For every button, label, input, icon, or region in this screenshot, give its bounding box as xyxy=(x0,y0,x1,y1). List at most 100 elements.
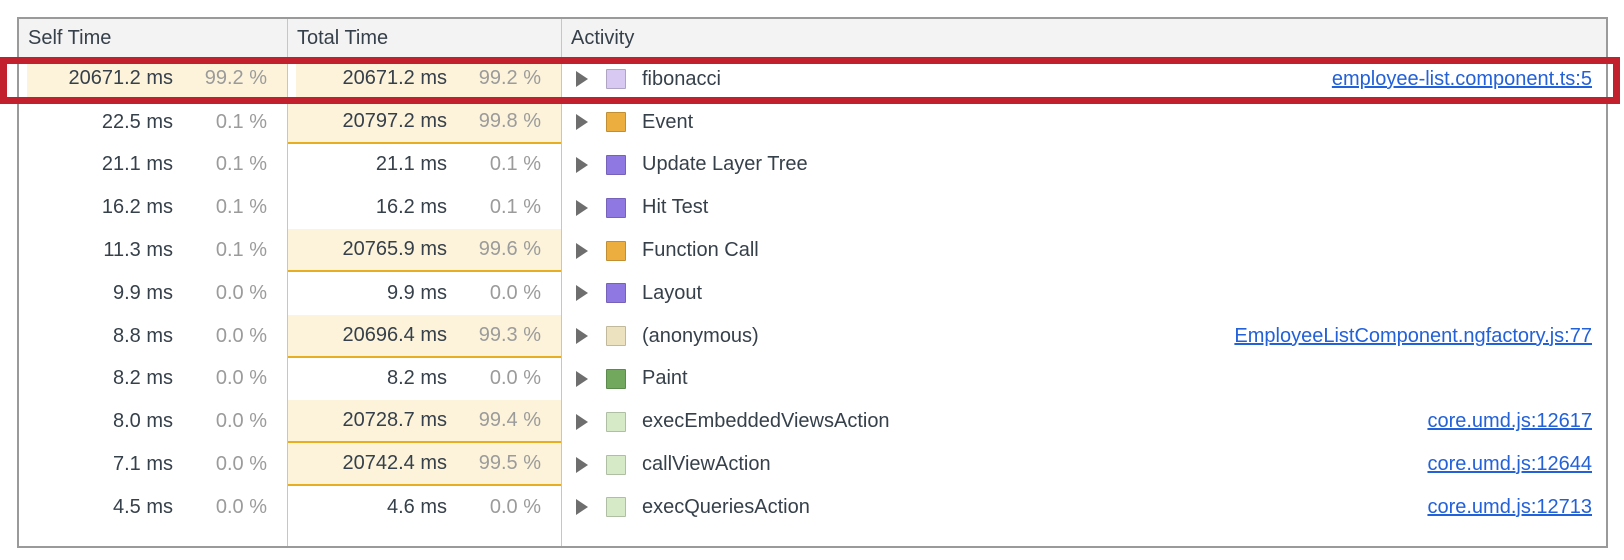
activity-label: Function Call xyxy=(642,239,759,262)
source-link[interactable]: employee-list.component.ts:5 xyxy=(1331,67,1592,90)
activity-label: execQueriesAction xyxy=(642,495,810,518)
table-row[interactable]: 8.2 ms 0.0 % 8.2 ms 0.0 % Paint xyxy=(19,357,1606,401)
filler-self xyxy=(19,529,287,546)
total-time-wrap: 4.6 ms 0.0 % xyxy=(288,486,561,529)
activity-label: execEmbeddedViewsAction xyxy=(642,410,890,433)
expand-arrow-icon[interactable] xyxy=(576,370,588,387)
self-time-cell: 16.2 ms 0.1 % xyxy=(19,186,287,229)
expand-arrow-icon[interactable] xyxy=(576,328,588,345)
total-time-cell: 9.9 ms 0.0 % xyxy=(287,271,561,315)
self-time-value: 20671.2 ms xyxy=(68,66,173,89)
expand-arrow-icon[interactable] xyxy=(576,456,588,473)
datagrid-body: 20671.2 ms 99.2 % 20671.2 ms 99.2 % fibo… xyxy=(19,58,1606,546)
self-time-percent: 0.0 % xyxy=(215,495,267,518)
table-row[interactable]: 16.2 ms 0.1 % 16.2 ms 0.1 % Hit Test xyxy=(19,186,1606,230)
total-time-value: 20765.9 ms xyxy=(342,238,447,261)
self-time-percent: 0.0 % xyxy=(215,324,267,347)
total-time-value: 9.9 ms xyxy=(386,281,447,304)
self-time-wrap: 9.9 ms 0.0 % xyxy=(19,272,287,315)
column-header-activity[interactable]: Activity xyxy=(561,19,1606,57)
activity-label: fibonacci xyxy=(642,67,721,90)
empty-filler-row xyxy=(19,528,1606,546)
table-row[interactable]: 22.5 ms 0.1 % 20797.2 ms 99.8 % Event xyxy=(19,100,1606,144)
activity-inner: Event xyxy=(562,101,1606,144)
self-time-value: 4.5 ms xyxy=(112,495,173,518)
table-row[interactable]: 8.8 ms 0.0 % 20696.4 ms 99.3 % (anonymou… xyxy=(19,314,1606,358)
bottom-up-datagrid: Self Time Total Time Activity 20671.2 ms… xyxy=(17,17,1608,548)
total-time-value: 20742.4 ms xyxy=(342,452,447,475)
category-swatch-icon xyxy=(606,240,626,261)
total-time-cell: 4.6 ms 0.0 % xyxy=(287,485,561,529)
datagrid-header-row: Self Time Total Time Activity xyxy=(19,19,1606,58)
activity-label: Hit Test xyxy=(642,196,709,219)
self-time-value: 22.5 ms xyxy=(101,110,173,133)
total-time-percent: 99.3 % xyxy=(478,323,541,346)
total-time-percent: 0.0 % xyxy=(489,495,541,518)
total-time-cell: 16.2 ms 0.1 % xyxy=(287,186,561,230)
category-swatch-icon xyxy=(606,411,626,432)
total-time-value: 20797.2 ms xyxy=(342,109,447,132)
table-row[interactable]: 9.9 ms 0.0 % 9.9 ms 0.0 % Layout xyxy=(19,271,1606,315)
expand-arrow-icon[interactable] xyxy=(576,156,588,173)
table-row[interactable]: 7.1 ms 0.0 % 20742.4 ms 99.5 % callViewA… xyxy=(19,443,1606,486)
total-time-value: 8.2 ms xyxy=(386,367,447,390)
self-time-cell: 22.5 ms 0.1 % xyxy=(19,101,287,144)
self-time-percent: 0.0 % xyxy=(215,453,267,476)
self-time-cell: 8.0 ms 0.0 % xyxy=(19,400,287,443)
expand-arrow-icon[interactable] xyxy=(576,285,588,302)
category-swatch-icon xyxy=(606,154,626,175)
activity-inner: Layout xyxy=(562,272,1606,315)
activity-cell: Layout xyxy=(561,271,1606,315)
self-time-value: 16.2 ms xyxy=(101,196,173,219)
expand-arrow-icon[interactable] xyxy=(576,413,588,430)
expand-arrow-icon[interactable] xyxy=(576,71,588,88)
expand-arrow-icon[interactable] xyxy=(576,499,588,516)
self-time-wrap: 11.3 ms 0.1 % xyxy=(19,229,287,272)
self-time-percent: 0.1 % xyxy=(215,153,267,176)
activity-label: callViewAction xyxy=(642,453,771,476)
expand-arrow-icon[interactable] xyxy=(576,242,588,259)
activity-cell: execQueriesAction core.umd.js:12713 xyxy=(561,485,1606,529)
total-time-wrap: 21.1 ms 0.1 % xyxy=(288,144,561,187)
total-time-wrap: 20728.7 ms 99.4 % xyxy=(288,400,561,444)
self-time-wrap: 22.5 ms 0.1 % xyxy=(19,101,287,144)
activity-cell: callViewAction core.umd.js:12644 xyxy=(561,443,1606,486)
activity-label: Update Layer Tree xyxy=(642,153,808,176)
table-row[interactable]: 21.1 ms 0.1 % 21.1 ms 0.1 % Update Layer… xyxy=(19,143,1606,187)
filler-total xyxy=(287,528,561,546)
total-time-percent: 99.8 % xyxy=(478,109,541,132)
category-swatch-icon xyxy=(606,69,626,90)
expand-arrow-icon[interactable] xyxy=(576,199,588,216)
self-time-cell: 7.1 ms 0.0 % xyxy=(19,443,287,486)
total-time-percent: 0.1 % xyxy=(489,196,541,219)
activity-inner: fibonacci employee-list.component.ts:5 xyxy=(562,58,1606,101)
total-time-percent: 0.0 % xyxy=(489,367,541,390)
self-time-cell: 20671.2 ms 99.2 % xyxy=(19,58,287,101)
activity-cell: Update Layer Tree xyxy=(561,143,1606,187)
table-row[interactable]: 20671.2 ms 99.2 % 20671.2 ms 99.2 % fibo… xyxy=(19,58,1606,101)
source-link[interactable]: core.umd.js:12617 xyxy=(1427,410,1592,433)
table-row[interactable]: 11.3 ms 0.1 % 20765.9 ms 99.6 % Function… xyxy=(19,229,1606,272)
activity-label: (anonymous) xyxy=(642,324,759,347)
source-link[interactable]: core.umd.js:12644 xyxy=(1427,453,1592,476)
total-time-percent: 99.5 % xyxy=(478,452,541,475)
total-time-wrap: 20797.2 ms 99.8 % xyxy=(288,100,561,144)
total-time-wrap: 20696.4 ms 99.3 % xyxy=(288,314,561,358)
category-swatch-icon xyxy=(606,454,626,475)
self-time-wrap: 8.2 ms 0.0 % xyxy=(19,358,287,401)
self-time-wrap: 4.5 ms 0.0 % xyxy=(19,486,287,529)
column-header-self-time[interactable]: Self Time xyxy=(28,26,112,49)
column-header-total-time[interactable]: Total Time xyxy=(287,19,561,57)
self-time-cell: 11.3 ms 0.1 % xyxy=(19,229,287,272)
source-link[interactable]: core.umd.js:12713 xyxy=(1427,495,1592,518)
self-time-wrap: 8.0 ms 0.0 % xyxy=(19,400,287,443)
category-swatch-icon xyxy=(606,497,626,518)
total-time-wrap: 20671.2 ms 99.2 % xyxy=(296,58,561,101)
table-row[interactable]: 4.5 ms 0.0 % 4.6 ms 0.0 % execQueriesAct… xyxy=(19,485,1606,529)
filler-activity xyxy=(561,528,1606,546)
activity-cell: execEmbeddedViewsAction core.umd.js:1261… xyxy=(561,400,1606,444)
table-row[interactable]: 8.0 ms 0.0 % 20728.7 ms 99.4 % execEmbed… xyxy=(19,400,1606,444)
source-link[interactable]: EmployeeListComponent.ngfactory.js:77 xyxy=(1234,324,1592,347)
expand-arrow-icon[interactable] xyxy=(576,114,588,131)
self-time-percent: 0.1 % xyxy=(215,239,267,262)
